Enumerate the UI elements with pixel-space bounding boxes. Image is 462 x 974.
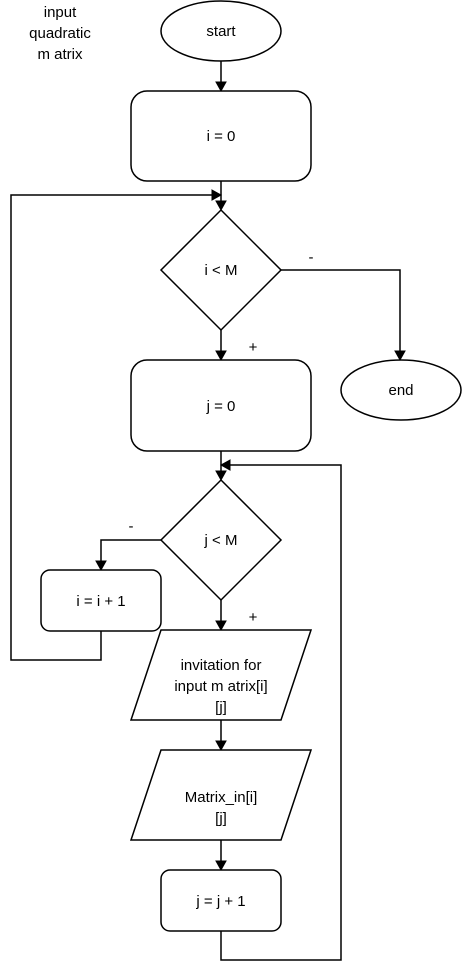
edge-labels: - + - + [129, 249, 314, 626]
cond-i-no-label: - [309, 249, 314, 266]
arrowhead [394, 350, 406, 362]
process-shape [130, 359, 312, 452]
node-cond-i: i < M [159, 208, 283, 332]
arrowhead [215, 81, 227, 93]
edge-incr-j-loop [220, 464, 342, 961]
node-prompt: invitation for input m atrix[i] [j] [129, 629, 313, 721]
io-shape [129, 629, 313, 721]
node-start-label: start [206, 23, 236, 40]
arrowhead [95, 560, 107, 572]
node-input-line-1: Matrix_in[i] [185, 789, 258, 806]
cond-i-yes-label: + [249, 339, 258, 356]
arrowhead [215, 740, 227, 752]
cond-j-no-label: - [129, 518, 134, 535]
caption-line-3: m atrix [38, 46, 84, 63]
decision-shape [159, 208, 283, 332]
edge-incr-i-loop [10, 194, 214, 661]
io-shape [129, 749, 313, 841]
node-input: Matrix_in[i] [j] [129, 749, 313, 841]
arrowhead [215, 470, 227, 482]
arrowhead [215, 620, 227, 632]
arrowhead [215, 350, 227, 362]
node-incr-i-label: i = i + 1 [76, 593, 125, 610]
arrowhead [219, 459, 231, 471]
edge-cond-j-no-to-incr-i [100, 539, 161, 563]
arrowhead [215, 860, 227, 872]
node-end-label: end [388, 382, 413, 399]
caption-line-2: quadratic [29, 25, 91, 42]
node-incr-j-label: j = j + 1 [195, 893, 245, 910]
diagram-caption: input quadratic m atrix [29, 4, 91, 63]
node-cond-j: j < M [159, 478, 283, 602]
node-prompt-line-2: input m atrix[i] [174, 678, 267, 695]
node-init-i-label: i = 0 [207, 128, 236, 145]
process-shape [130, 90, 312, 182]
node-incr-i: i = i + 1 [40, 569, 162, 632]
edge-cond-i-no-to-end [281, 269, 401, 353]
node-init-j-label: j = 0 [206, 398, 236, 415]
node-init-j: j = 0 [130, 359, 312, 452]
node-prompt-line-3: [j] [215, 699, 227, 716]
node-incr-j: j = j + 1 [160, 869, 282, 932]
arrowhead [211, 189, 223, 201]
decision-shape [159, 478, 283, 602]
process-shape [160, 869, 282, 932]
node-start: start [160, 0, 282, 62]
node-end: end [340, 359, 462, 421]
terminator-shape [160, 0, 282, 62]
node-cond-i-label: i < M [205, 262, 238, 279]
node-init-i: i = 0 [130, 90, 312, 182]
caption-line-1: input [44, 4, 77, 21]
cond-j-yes-label: + [249, 609, 258, 626]
terminator-shape [340, 359, 462, 421]
edges [10, 61, 406, 961]
process-shape [40, 569, 162, 632]
node-input-line-2: [j] [215, 810, 227, 827]
node-cond-j-label: j < M [204, 532, 238, 549]
node-prompt-line-1: invitation for [181, 657, 262, 674]
arrowhead [215, 200, 227, 212]
